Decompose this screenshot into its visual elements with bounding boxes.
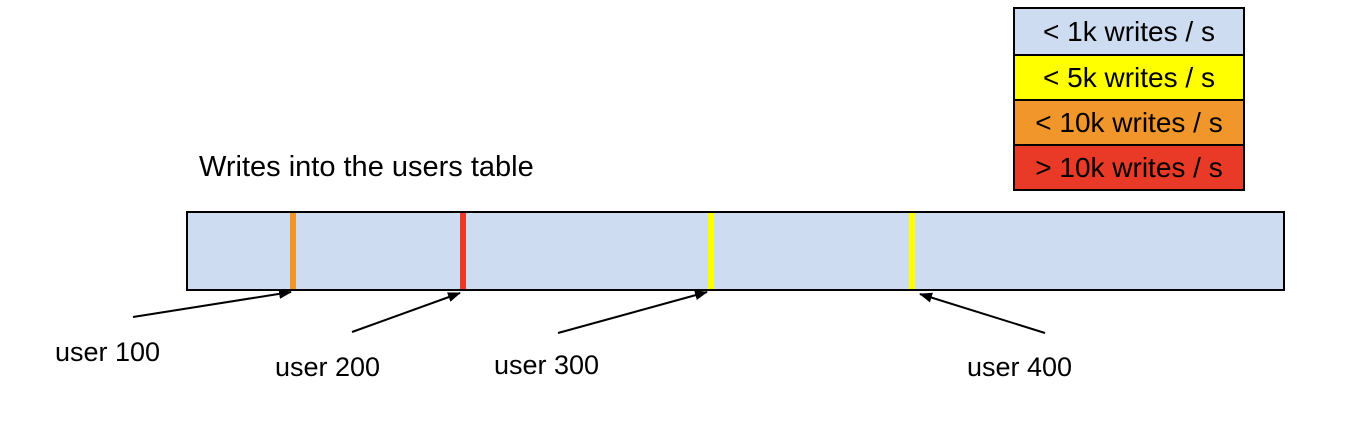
legend-row-label: < 1k writes / s	[1043, 15, 1215, 47]
marker-user-300	[708, 213, 714, 289]
user-100-label: user 100	[55, 337, 161, 367]
legend-row: < 5k writes / s	[1015, 54, 1243, 99]
diagram-title: Writes into the users table	[199, 151, 534, 183]
legend-row: < 10k writes / s	[1015, 99, 1243, 144]
marker-user-200	[460, 213, 466, 289]
user-400-label: user 400	[967, 352, 1073, 382]
users-table-bar	[186, 211, 1285, 291]
legend-row-label: < 10k writes / s	[1035, 106, 1223, 138]
legend-row: > 10k writes / s	[1015, 144, 1243, 189]
marker-user-100	[290, 213, 296, 289]
user-300-label: user 300	[494, 350, 600, 380]
user-100-arrow	[132, 288, 292, 318]
user-400-arrow	[919, 292, 1046, 334]
legend-row-label: < 5k writes / s	[1043, 61, 1215, 93]
legend: < 1k writes / s < 5k writes / s < 10k writ…	[1013, 7, 1245, 191]
user-200-label: user 200	[275, 352, 381, 382]
marker-user-400	[909, 213, 915, 289]
legend-row: < 1k writes / s	[1015, 9, 1243, 54]
user-200-arrow	[351, 292, 461, 333]
legend-row-label: > 10k writes / s	[1035, 151, 1223, 183]
user-300-arrow	[557, 290, 708, 334]
